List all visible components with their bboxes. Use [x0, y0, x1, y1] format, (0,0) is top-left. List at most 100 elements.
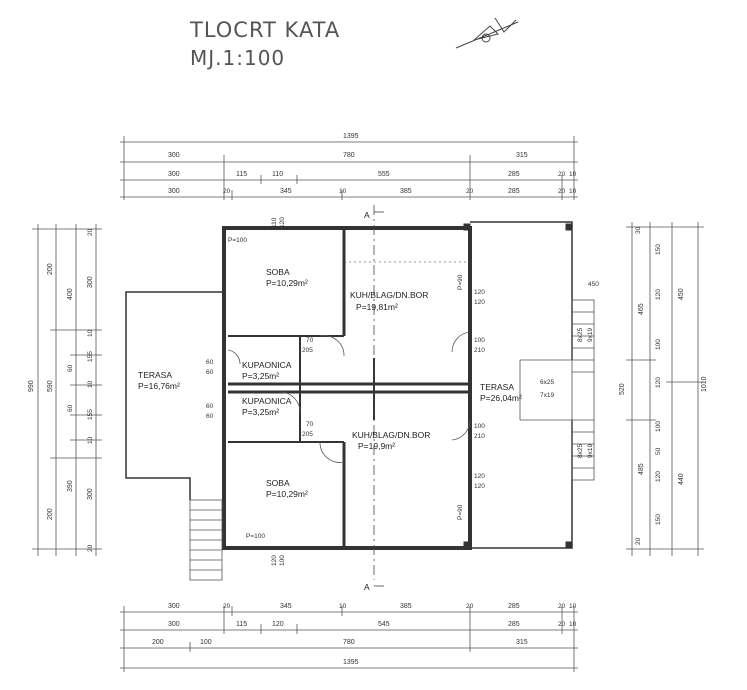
room-kup-top-name: KUPAONICA [242, 360, 292, 370]
dim-bot-r3-b: 100 [200, 639, 212, 646]
door-note-19: 120 [271, 555, 278, 566]
dim-left-d: 200 [47, 263, 54, 275]
dim-bot-r1-b: 20 [223, 603, 231, 610]
dim-bot-r1-c: 345 [280, 603, 292, 610]
dim-bot-r3-d: 315 [516, 639, 528, 646]
stairs-right [519, 299, 595, 481]
stair-note-d: 9x19 [587, 328, 594, 342]
window-bottom: P=100 [246, 533, 265, 540]
dim-right-i: 100 [655, 339, 662, 350]
room-kuh-bottom-area: P=19,9m² [358, 441, 395, 451]
drawing-title: TLOCRT KATA [190, 18, 341, 42]
room-kuh-bottom-name: KUH/BLAG/DN.BOR [352, 430, 430, 440]
section-mark-bottom: A [364, 582, 370, 592]
dim-left-i: 10 [87, 380, 94, 388]
dim-left-p: 20 [87, 228, 94, 236]
room-soba-top-area: P=10,29m² [266, 278, 308, 288]
dim-top-r4-b: 20 [223, 188, 231, 195]
stair-note-a: 6x25 [540, 379, 554, 386]
room-kup-top-area: P=3,25m² [242, 371, 279, 381]
door-note-10: 60 [206, 369, 214, 376]
dim-right-a: 1010 [701, 376, 708, 392]
dim-bot-r2-d: 545 [378, 621, 390, 628]
dim-top-r3-a: 300 [168, 171, 180, 178]
room-soba-bottom-area: P=10,29m² [266, 489, 308, 499]
dim-bot-r1-i: 10 [569, 603, 577, 610]
room-terasa-left-area: P=16,76m² [138, 381, 180, 391]
door-note-7: 120 [474, 473, 485, 480]
dim-top-r3-d: 555 [378, 171, 390, 178]
dim-top-r4-i: 10 [569, 188, 577, 195]
dim-left-k: 155 [87, 409, 94, 420]
dim-right-f: 485 [638, 463, 645, 475]
room-kuh-top-area: P=19,81m² [356, 302, 398, 312]
dim-left-c: 400 [67, 288, 74, 300]
dim-bot-r2-b: 115 [236, 621, 247, 628]
building-walls [125, 221, 573, 550]
dim-top-r4-h: 20 [558, 188, 566, 195]
dim-top-r4-d: 10 [339, 188, 347, 195]
dim-left-n: 390 [67, 480, 74, 492]
stairs-left [189, 499, 223, 581]
dim-left-a: 990 [28, 380, 35, 392]
dim-top-r4-g: 285 [508, 188, 520, 195]
dim-right-n: 120 [655, 471, 662, 482]
north-arrow-icon [455, 17, 519, 49]
stair-note-b: 7x19 [540, 392, 554, 399]
dim-top-total: 1395 [343, 133, 359, 140]
dim-right-m: 150 [655, 514, 662, 525]
dim-top-r3-b: 115 [236, 171, 247, 178]
dim-bot-r2-f: 20 [558, 621, 566, 628]
dim-bot-r2-g: 10 [569, 621, 577, 628]
door-note-4: 210 [474, 347, 485, 354]
dim-right-g: 150 [655, 244, 662, 255]
door-note-8: 120 [474, 483, 485, 490]
dim-right-j: 120 [655, 377, 662, 388]
dim-top-r4-c: 345 [280, 188, 292, 195]
door-note-18: 120 [279, 217, 286, 228]
dim-top-r3-e: 285 [508, 171, 520, 178]
door-note-5: 100 [474, 423, 485, 430]
window-right-bottom: P=90 [457, 504, 464, 520]
dim-left-j: 60 [67, 404, 74, 412]
room-kup-bottom-area: P=3,25m² [242, 407, 279, 417]
dim-right-l: 50 [655, 447, 662, 455]
dim-top-r3-g: 10 [569, 171, 577, 178]
dim-bot-r3-a: 200 [152, 639, 164, 646]
drawing-scale: MJ.1:100 [190, 46, 286, 70]
door-note-3: 100 [474, 337, 485, 344]
door-note-6: 210 [474, 433, 485, 440]
dim-left-g: 155 [87, 351, 94, 362]
top-dimensions [120, 136, 578, 200]
dim-top-r3-f: 20 [558, 171, 566, 178]
dim-right-c: 465 [638, 303, 645, 315]
dim-top-r3-c: 110 [272, 171, 283, 178]
dim-right-h: 120 [655, 289, 662, 300]
dim-left-m: 300 [87, 488, 94, 500]
stair-note-c: 8x25 [577, 328, 584, 342]
dim-left-l: 10 [87, 436, 94, 444]
door-note-17: 110 [271, 217, 278, 228]
window-top: P=100 [228, 237, 247, 244]
dim-top-r2-a: 300 [168, 152, 180, 159]
left-dimensions [32, 224, 102, 556]
room-soba-top-name: SOBA [266, 267, 290, 277]
door-note-11: 60 [206, 403, 214, 410]
room-terasa-left-name: TERASA [138, 370, 172, 380]
dim-top-r4-f: 20 [466, 188, 474, 195]
room-soba-bottom-name: SOBA [266, 478, 290, 488]
stair-width-top: 450 [588, 281, 599, 288]
dim-bot-r1-d: 10 [339, 603, 347, 610]
dim-right-p: 30 [635, 226, 642, 234]
dim-bot-r1-e: 385 [400, 603, 412, 610]
dim-left-f: 10 [87, 329, 94, 337]
dim-bot-r2-a: 300 [168, 621, 180, 628]
door-note-9: 60 [206, 359, 214, 366]
dim-left-h: 60 [67, 364, 74, 372]
door-swings [227, 331, 471, 463]
dim-top-r4-a: 300 [168, 188, 180, 195]
dim-right-k: 100 [655, 421, 662, 432]
dim-right-o: 20 [635, 537, 642, 545]
door-note-2: 120 [474, 299, 485, 306]
